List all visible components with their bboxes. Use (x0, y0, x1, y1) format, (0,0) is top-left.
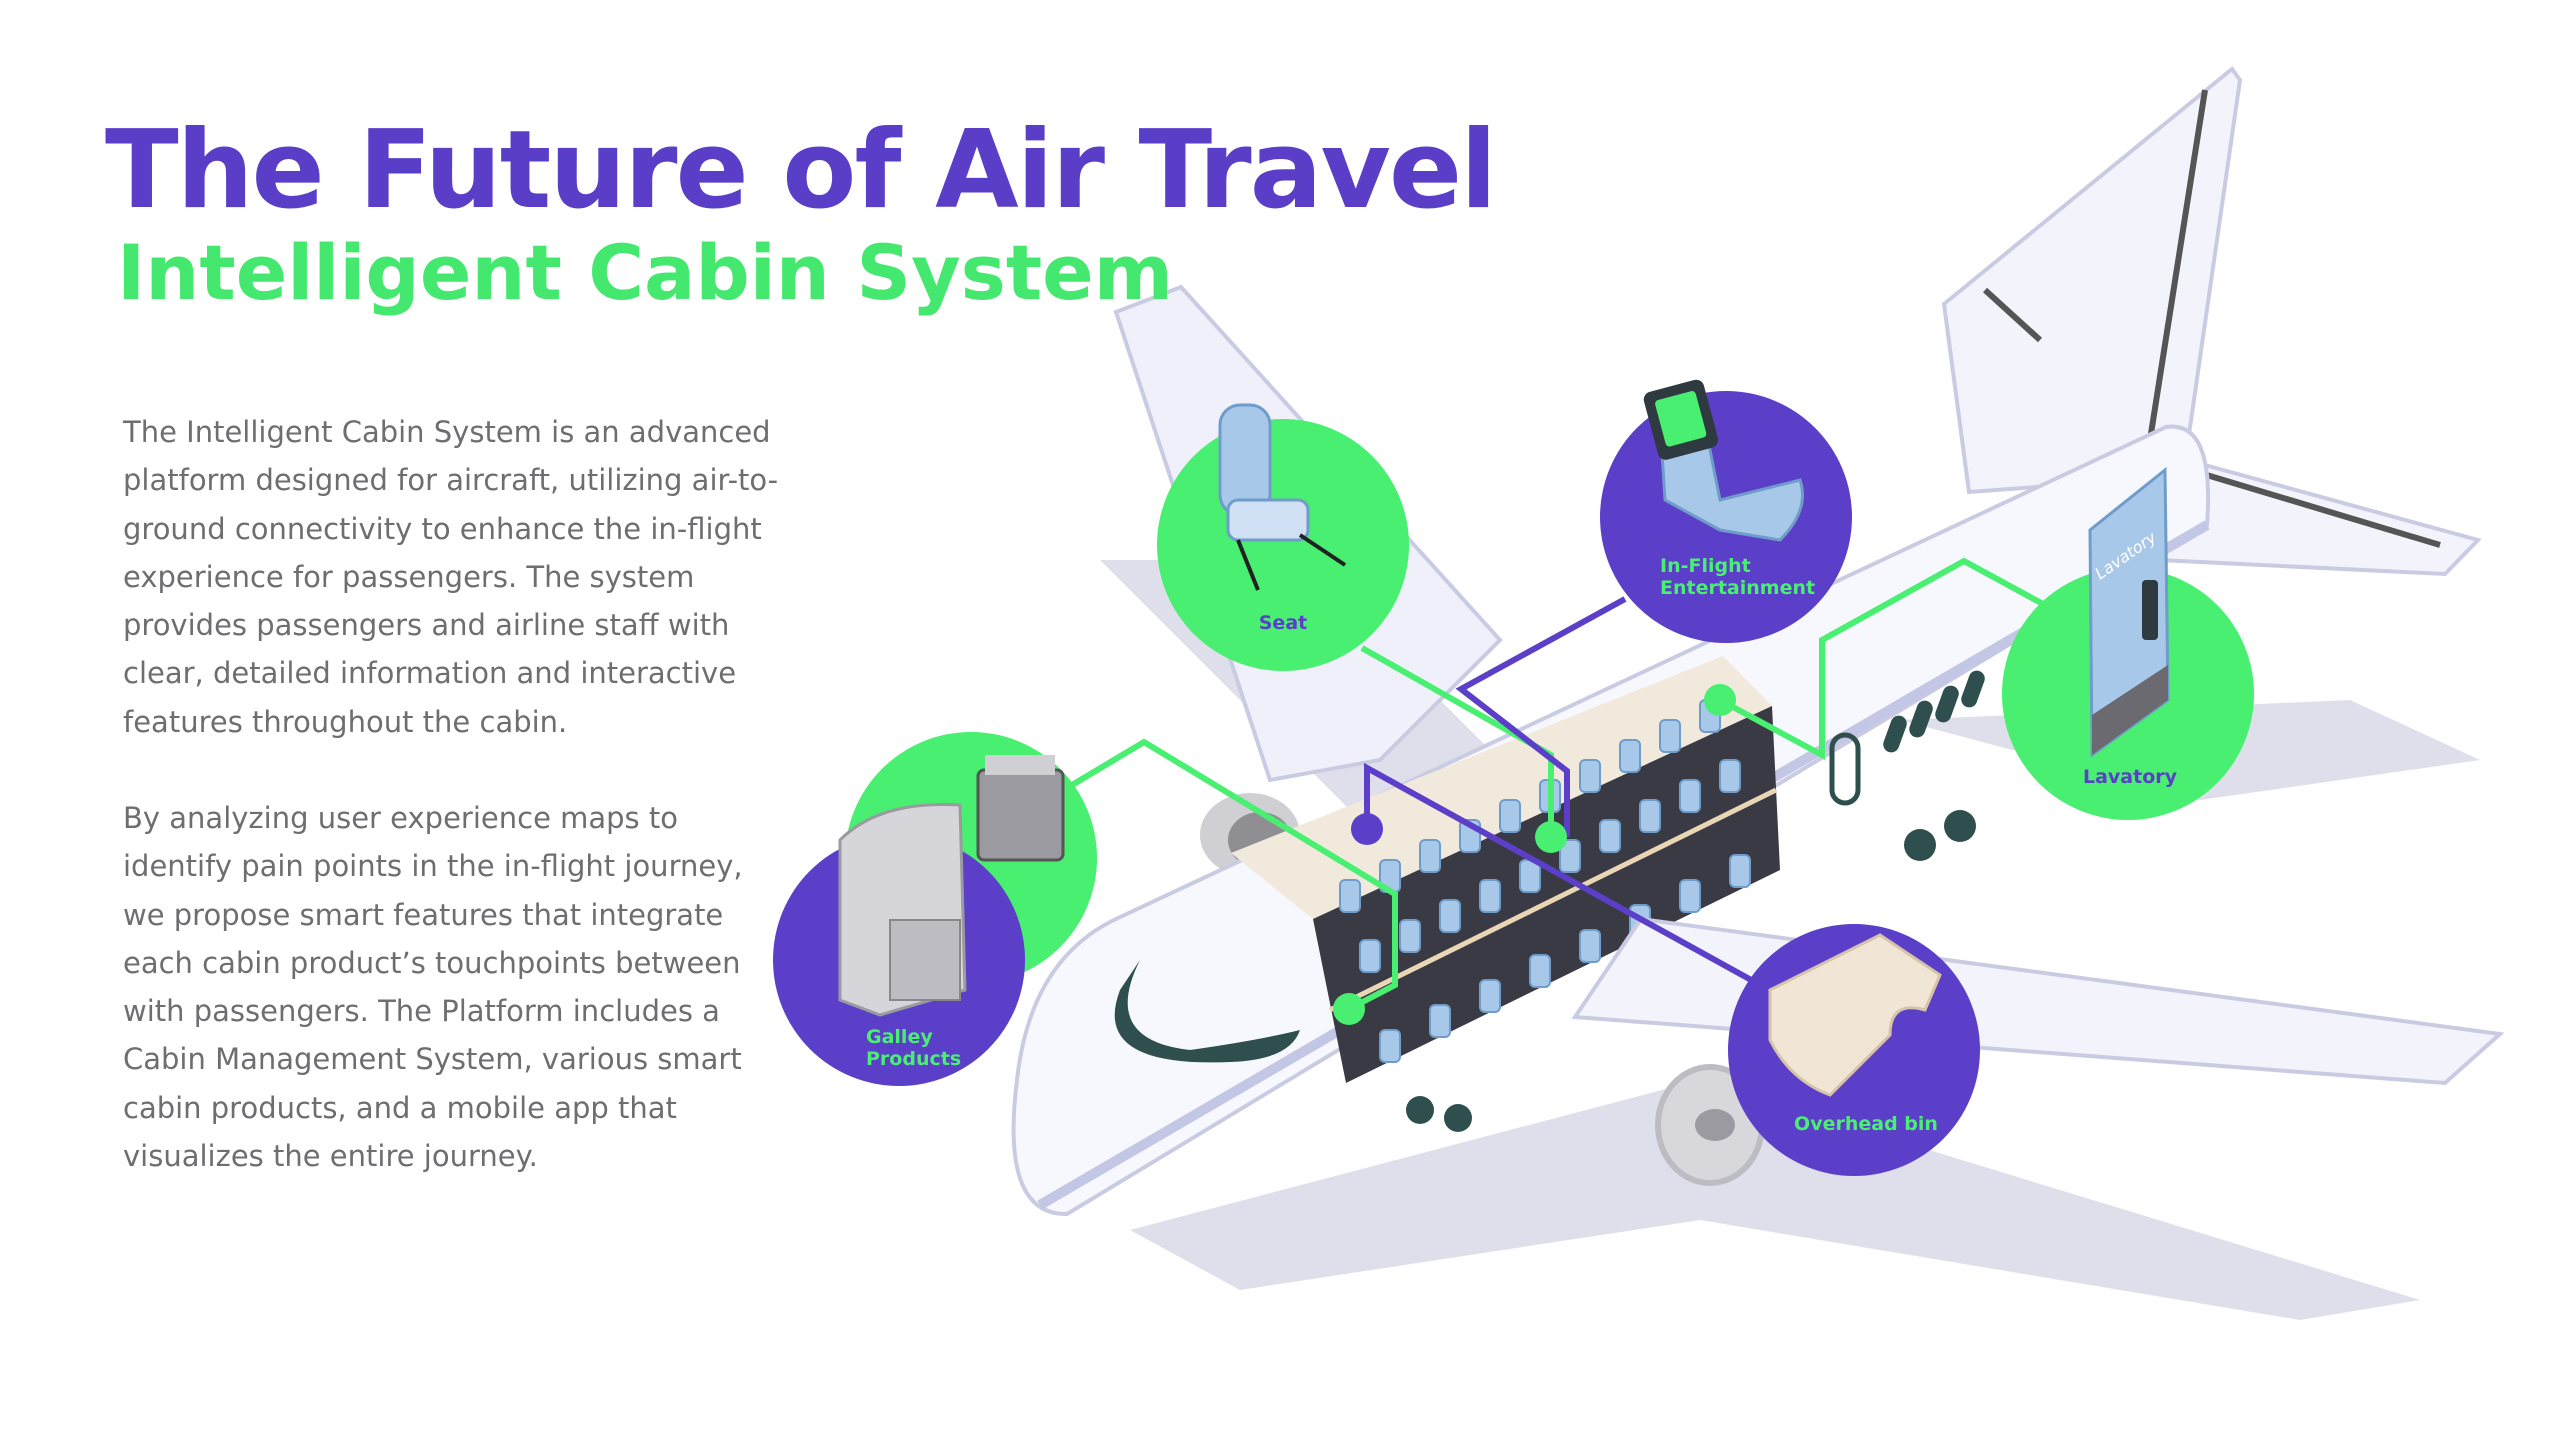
seat-label: Seat (1259, 612, 1307, 634)
ife-callout[interactable]: In-Flight Entertainment (1600, 378, 1852, 643)
lavatory-callout[interactable]: Lavatory Lavatory (2002, 466, 2254, 820)
cabin-seats (1339, 699, 1751, 1063)
lavatory-label: Lavatory (2083, 766, 2178, 788)
near-wing (1571, 916, 2505, 1086)
ife-connector (1455, 596, 1627, 837)
galley-unit-icon (838, 802, 967, 1017)
landing-gear (1406, 810, 1976, 1132)
connector-lines (1065, 557, 2045, 1012)
fuselage-windows (1883, 670, 1985, 753)
page-subtitle: Intelligent Cabin System (117, 228, 1173, 317)
ife-label-line1: In-Flight (1660, 555, 1751, 577)
galley-label-line2: Products (866, 1048, 961, 1070)
cabin-wall (1231, 656, 1772, 919)
seat-icon (1218, 403, 1347, 591)
description-paragraph: The Intelligent Cabin System is an advan… (123, 415, 779, 739)
vertical-tail (1941, 66, 2243, 495)
lavatory-connector (1718, 557, 2045, 761)
entertainment-screen-icon (1643, 379, 1804, 542)
ife-label-line2: Entertainment (1660, 577, 1815, 599)
seat-callout[interactable]: Seat (1157, 403, 1409, 671)
galley-connector (1065, 738, 1398, 1012)
cabin-floor (1313, 706, 1780, 1083)
overhead-bin-label: Overhead bin (1794, 1113, 1938, 1135)
touchpoint-dots (1333, 684, 1736, 1025)
galley-cart-icon (976, 755, 1065, 862)
galley-label-line1: Galley (866, 1026, 933, 1048)
lavatory-door-icon: Lavatory (2088, 466, 2170, 758)
galley-callout[interactable]: Galley Products (773, 732, 1097, 1086)
page-title: The Future of Air Travel (105, 108, 1497, 233)
overhead-bin-connector (1364, 762, 1755, 984)
overhead-bin-icon (1768, 933, 1942, 1097)
description-paragraph: By analyzing user experience maps to ide… (123, 801, 743, 1174)
fuselage-door (1829, 732, 1861, 806)
overhead-bin-callout[interactable]: Overhead bin (1728, 924, 1980, 1176)
nose-decal (1114, 960, 1300, 1063)
